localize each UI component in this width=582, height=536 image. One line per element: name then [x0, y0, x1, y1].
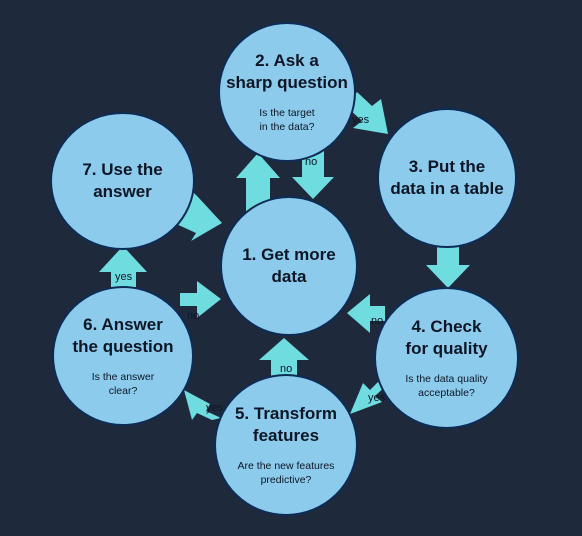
step-2-question: Is the target in the data?	[259, 107, 315, 133]
label-yes-answer-to-use: yes	[115, 271, 133, 283]
label-yes-ask-to-table: yes	[352, 114, 370, 126]
step-4-question: Is the data quality acceptable?	[405, 373, 488, 399]
label-yes-quality-to-transform: yes	[368, 392, 386, 404]
step-3-put-in-table: 3. Put the data in a table	[377, 108, 517, 248]
step-6-question: Is the answer clear?	[91, 371, 155, 397]
step-3-title: 3. Put the data in a table	[390, 157, 504, 198]
step-5-question: Are the new features predictive?	[237, 460, 335, 486]
step-6-answer-question: 6. Answer the question Is the answer cle…	[52, 286, 194, 426]
step-1-get-more-data: 1. Get more data	[220, 196, 358, 336]
label-no-answer-to-data: no	[187, 310, 200, 322]
step-5-title: 5. Transform features	[234, 404, 338, 445]
arrow-quality-to-get-data	[347, 294, 385, 333]
arrow-ask-question-to-table	[347, 92, 388, 134]
step-7-use-answer: 7. Use the answer	[50, 112, 195, 250]
step-2-title: 2. Ask a sharp question	[226, 51, 348, 92]
label-no-quality-to-data: no	[371, 315, 384, 327]
step-4-title: 4. Check for quality	[405, 317, 488, 358]
step-5-transform-features: 5. Transform features Are the new featur…	[214, 374, 358, 516]
label-no-ask-to-data: no	[305, 156, 318, 168]
arrow-quality-to-transform	[350, 378, 388, 414]
step-1-title: 1. Get more data	[242, 245, 336, 286]
arrow-answer-to-get-data	[180, 281, 221, 318]
step-2-ask-question: 2. Ask a sharp question Is the target in…	[218, 22, 356, 162]
step-4-check-quality: 4. Check for quality Is the data quality…	[374, 287, 519, 429]
arrow-transform-to-get-data	[259, 338, 309, 376]
arrow-get-data-to-ask-question	[236, 153, 280, 212]
label-no-transform-to-data: no	[280, 363, 293, 375]
step-7-title: 7. Use the answer	[82, 160, 163, 201]
arrow-answer-to-use	[99, 246, 147, 287]
arrow-transform-to-answer	[184, 390, 221, 420]
step-6-title: 6. Answer the question	[72, 315, 174, 356]
arrow-ask-question-to-get-data	[292, 150, 334, 199]
arrow-table-to-quality	[426, 247, 470, 288]
label-yes-transform-to-answer: yes	[206, 402, 224, 414]
